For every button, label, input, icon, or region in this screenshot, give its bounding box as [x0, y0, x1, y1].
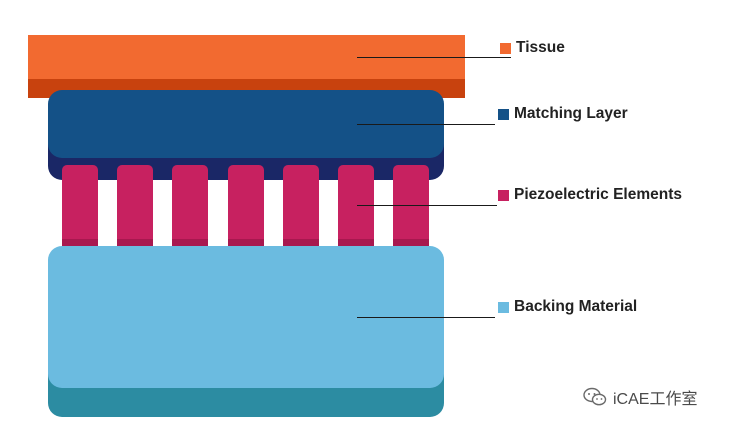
- backing-swatch: [498, 301, 509, 313]
- legend-piezoelectric: Piezoelectric Elements: [498, 186, 682, 204]
- tissue-swatch: [500, 42, 511, 54]
- legend-backing: Backing Material: [498, 298, 637, 316]
- piezoelectric-element: [228, 165, 264, 249]
- legend-tissue: Tissue: [500, 39, 565, 57]
- watermark: iCAE工作室: [583, 385, 697, 409]
- matching-label: Matching Layer: [514, 105, 628, 122]
- piezo-swatch: [498, 189, 509, 201]
- wechat-icon: [583, 387, 607, 406]
- piezo-leader-line: [357, 205, 497, 206]
- watermark-text: iCAE工作室: [613, 391, 698, 408]
- piezoelectric-element: [393, 165, 429, 249]
- tissue-label: Tissue: [516, 39, 565, 56]
- matching-leader-line: [357, 124, 495, 125]
- tissue-leader-line: [357, 57, 511, 58]
- legend-matching-layer: Matching Layer: [498, 105, 628, 123]
- backing-leader-line: [357, 317, 495, 318]
- matching-swatch: [498, 108, 509, 120]
- piezoelectric-element: [283, 165, 319, 249]
- backing-label: Backing Material: [514, 298, 638, 315]
- piezoelectric-element: [172, 165, 208, 249]
- piezoelectric-element: [338, 165, 374, 249]
- piezo-label: Piezoelectric Elements: [514, 186, 682, 203]
- piezoelectric-element: [62, 165, 98, 249]
- piezoelectric-element: [117, 165, 153, 249]
